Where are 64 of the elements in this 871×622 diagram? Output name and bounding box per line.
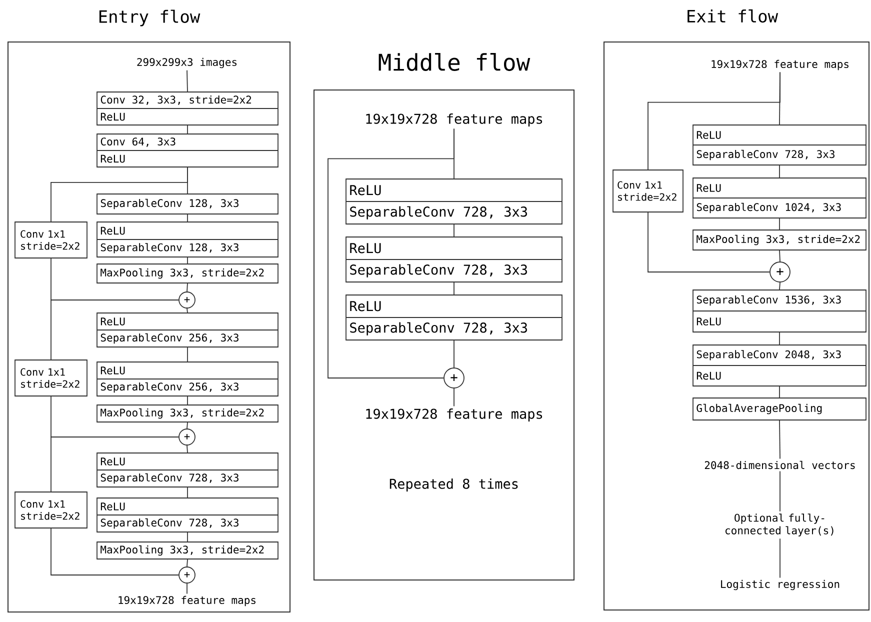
layer-box: Conv 64, 3x3 ReLU <box>96 134 278 168</box>
layer-box: ReLU SeparableConv 256, 3x3 <box>96 362 278 396</box>
layer-box: ReLU SeparableConv 728, 3x3 <box>346 294 562 340</box>
connector-line <box>779 332 780 345</box>
layer-box: MaxPooling 3x3, stride=2x2 <box>96 542 278 560</box>
conv-box: Conv 1x1 stride=2x2 <box>612 170 684 212</box>
layer-box: ReLU SeparableConv 128, 3x3 <box>96 222 278 258</box>
layer-box: ReLU SeparableConv 1024, 3x3 <box>692 178 866 218</box>
connector-line <box>779 218 780 230</box>
layer-box: MaxPooling 3x3, stride=2x2 <box>96 404 278 422</box>
connector-line <box>186 283 188 292</box>
connector-line <box>779 250 780 262</box>
layer-box: SeparableConv 128, 3x3 <box>96 194 278 214</box>
panel-note: Repeated 8 times <box>390 478 518 492</box>
flow-label: Logistic regression <box>721 580 840 590</box>
flow-label: 19x19x728 feature maps <box>118 596 256 606</box>
connector-line <box>648 212 770 272</box>
layer-box: MaxPooling 3x3, stride=2x2 <box>96 264 278 284</box>
connector-line <box>50 528 179 576</box>
conv-box: Conv 1x1 stride=2x2 <box>14 360 88 396</box>
connector-line <box>187 125 188 134</box>
flow-label: 19x19x728 feature maps <box>366 113 542 127</box>
connector-line <box>50 300 179 360</box>
layer-box: ReLU SeparableConv 728, 3x3 <box>96 452 278 488</box>
connector-line <box>50 436 179 492</box>
layer-box: ReLU SeparableConv 256, 3x3 <box>96 312 278 348</box>
connector-line <box>779 165 780 178</box>
flow-label: 2048-dimensional vectors <box>704 460 855 470</box>
layer-box: ReLU SeparableConv 728, 3x3 <box>692 124 866 166</box>
connector-line <box>186 422 188 429</box>
layer-box: ReLU SeparableConv 728, 3x3 <box>96 498 278 532</box>
connector-line <box>779 386 780 398</box>
connector-line <box>187 214 188 222</box>
layer-box: Conv 32, 3x3, stride=2x2 ReLU <box>96 92 278 126</box>
connector-line <box>50 167 188 222</box>
connector-line <box>186 445 188 453</box>
panel-title: Middle flow <box>378 53 530 71</box>
panel-title: Exit flow <box>688 9 778 23</box>
flow-label: Optional fully-connected layer(s) <box>726 514 834 536</box>
connector-line <box>186 308 188 313</box>
connector-line <box>187 396 188 405</box>
connector-line <box>779 420 780 460</box>
connector-line <box>779 282 780 290</box>
layer-box: GlobalAveragePooling <box>692 398 866 420</box>
flow-label: 19x19x728 feature maps <box>712 60 848 70</box>
layer-box: MaxPooling 3x3, stride=2x2 <box>692 230 866 250</box>
flow-label: 299x299x3 images <box>137 58 237 68</box>
layer-box: SeparableConv 2048, 3x3 ReLU <box>692 344 866 386</box>
layer-box: SeparableConv 1536, 3x3 ReLU <box>692 290 866 332</box>
layer-box: ReLU SeparableConv 728, 3x3 <box>346 236 562 282</box>
connector-line <box>648 72 780 170</box>
connector-line <box>187 257 188 264</box>
connector-line <box>187 347 188 362</box>
connector-line <box>186 583 188 594</box>
layer-box: ReLU SeparableConv 728, 3x3 <box>346 178 562 224</box>
connector-line <box>186 70 188 92</box>
connector-line <box>328 128 454 378</box>
connector-line <box>187 532 188 542</box>
connector-line <box>186 559 188 567</box>
conv-box: Conv 1x1 stride=2x2 <box>14 222 88 258</box>
conv-box: Conv 1x1 stride=2x2 <box>14 492 88 528</box>
flow-label: 19x19x728 feature maps <box>366 408 542 422</box>
panel-title: Entry flow <box>99 10 200 26</box>
connector-line <box>187 487 188 498</box>
